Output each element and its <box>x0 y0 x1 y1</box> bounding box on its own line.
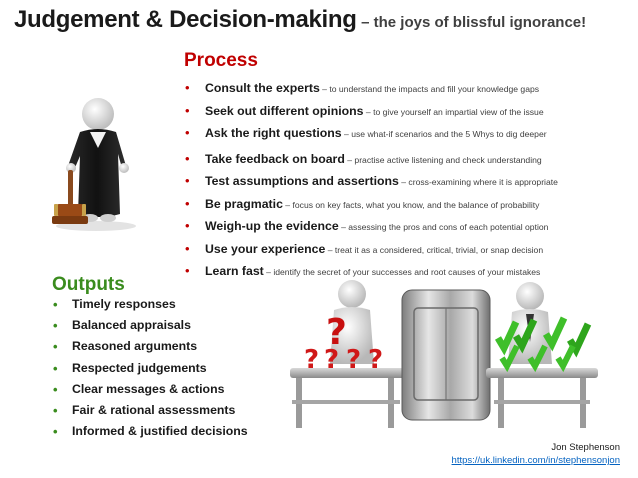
process-item: • Consult the experts – to understand the… <box>184 77 634 100</box>
bullet-icon: • <box>53 318 58 334</box>
bullet-icon: • <box>53 402 58 418</box>
svg-text:?: ? <box>368 345 383 375</box>
bullet-icon: • <box>185 150 190 166</box>
process-desc: – cross-examining where it is appropriat… <box>398 177 558 187</box>
bullet-icon: • <box>185 240 190 256</box>
process-key: Ask the right questions <box>205 126 342 140</box>
process-key: Test assumptions and assertions <box>205 174 399 188</box>
process-desc: – to understand the impacts and fill you… <box>319 84 540 94</box>
output-label: Clear messages & actions <box>72 381 225 396</box>
process-key: Weigh-up the evidence <box>205 219 339 233</box>
process-key: Learn fast <box>205 264 264 278</box>
process-item: • Ask the right questions – use what-if s… <box>184 122 634 145</box>
process-key: Consult the experts <box>205 81 320 95</box>
outputs-list: • Timely responses • Balanced appraisals •… <box>52 294 272 442</box>
bullet-icon: • <box>185 125 190 140</box>
bullet-icon: • <box>53 424 58 440</box>
bullet-icon: • <box>53 360 58 376</box>
output-label: Reasoned arguments <box>72 339 198 354</box>
outputs-heading: Outputs <box>52 274 125 295</box>
bullet-icon: • <box>185 195 190 211</box>
linkedin-link[interactable]: https://uk.linkedin.com/in/stephensonjon <box>451 455 620 466</box>
output-item: • Timely responses <box>52 294 272 315</box>
output-item: • Reasoned arguments <box>52 336 272 357</box>
output-item: • Respected judgements <box>52 358 272 379</box>
process-desc: – use what-if scenarios and the 5 Whys t… <box>341 129 547 139</box>
output-item: • Informed & justified decisions <box>52 421 272 442</box>
bullet-icon: • <box>185 102 190 118</box>
bullet-icon: • <box>185 173 190 188</box>
svg-text:?: ? <box>324 345 339 375</box>
process-list: • Consult the experts – to understand the… <box>184 77 634 283</box>
process-desc: – practise active listening and check un… <box>344 154 542 165</box>
bullet-icon: • <box>185 80 190 95</box>
process-key: Use your experience <box>205 241 326 256</box>
bullet-icon: • <box>185 263 190 278</box>
slide-title: Judgement & Decision-making – the joys o… <box>14 6 634 34</box>
credit-block: Jon Stephenson https://uk.linkedin.com/i… <box>452 441 620 467</box>
process-item: • Learn fast – identify the secret of you… <box>184 260 634 283</box>
process-key: Seek out different opinions <box>205 103 364 118</box>
process-key: Take feedback on board <box>205 151 345 166</box>
judge-figure-with-gavel-icon <box>52 98 136 231</box>
bullet-icon: • <box>53 339 58 355</box>
title-main: Judgement & Decision-making <box>14 6 357 33</box>
title-subtitle: – the joys of blissful ignorance! <box>361 14 587 31</box>
process-desc: – treat it as a considered, critical, tr… <box>325 244 544 255</box>
process-item: • Weigh-up the evidence – assessing the p… <box>184 215 634 238</box>
decision-machine-conveyor-icon: ? ???? <box>290 280 598 428</box>
svg-text:?: ? <box>304 345 319 375</box>
process-heading: Process <box>184 50 258 71</box>
process-desc: – to give yourself an impartial view of … <box>363 106 544 117</box>
process-desc: – identify the secret of your successes … <box>263 267 541 277</box>
output-label: Fair & rational assessments <box>72 402 236 417</box>
author-name: Jon Stephenson <box>551 442 620 453</box>
svg-text:?: ? <box>346 345 361 375</box>
process-item: • Test assumptions and assertions – cross… <box>184 170 634 193</box>
process-item: • Be pragmatic – focus on key facts, what… <box>184 193 634 216</box>
svg-text:?: ? <box>326 312 347 353</box>
output-label: Respected judgements <box>72 360 207 375</box>
output-label: Balanced appraisals <box>72 318 191 333</box>
bullet-icon: • <box>53 381 58 397</box>
output-label: Informed & justified decisions <box>72 424 248 439</box>
process-item: • Take feedback on board – practise activ… <box>184 148 634 171</box>
process-item: • Seek out different opinions – to give y… <box>184 100 634 123</box>
output-item: • Fair & rational assessments <box>52 400 272 421</box>
output-item: • Clear messages & actions <box>52 379 272 400</box>
output-item: • Balanced appraisals <box>52 315 272 336</box>
bullet-icon: • <box>185 218 190 233</box>
bullet-icon: • <box>53 297 58 312</box>
output-label: Timely responses <box>72 297 176 311</box>
process-desc: – focus on key facts, what you know, and… <box>282 199 540 210</box>
process-item: • Use your experience – treat it as a con… <box>184 238 634 261</box>
process-key: Be pragmatic <box>205 196 283 211</box>
process-desc: – assessing the pros and cons of each po… <box>338 222 549 232</box>
